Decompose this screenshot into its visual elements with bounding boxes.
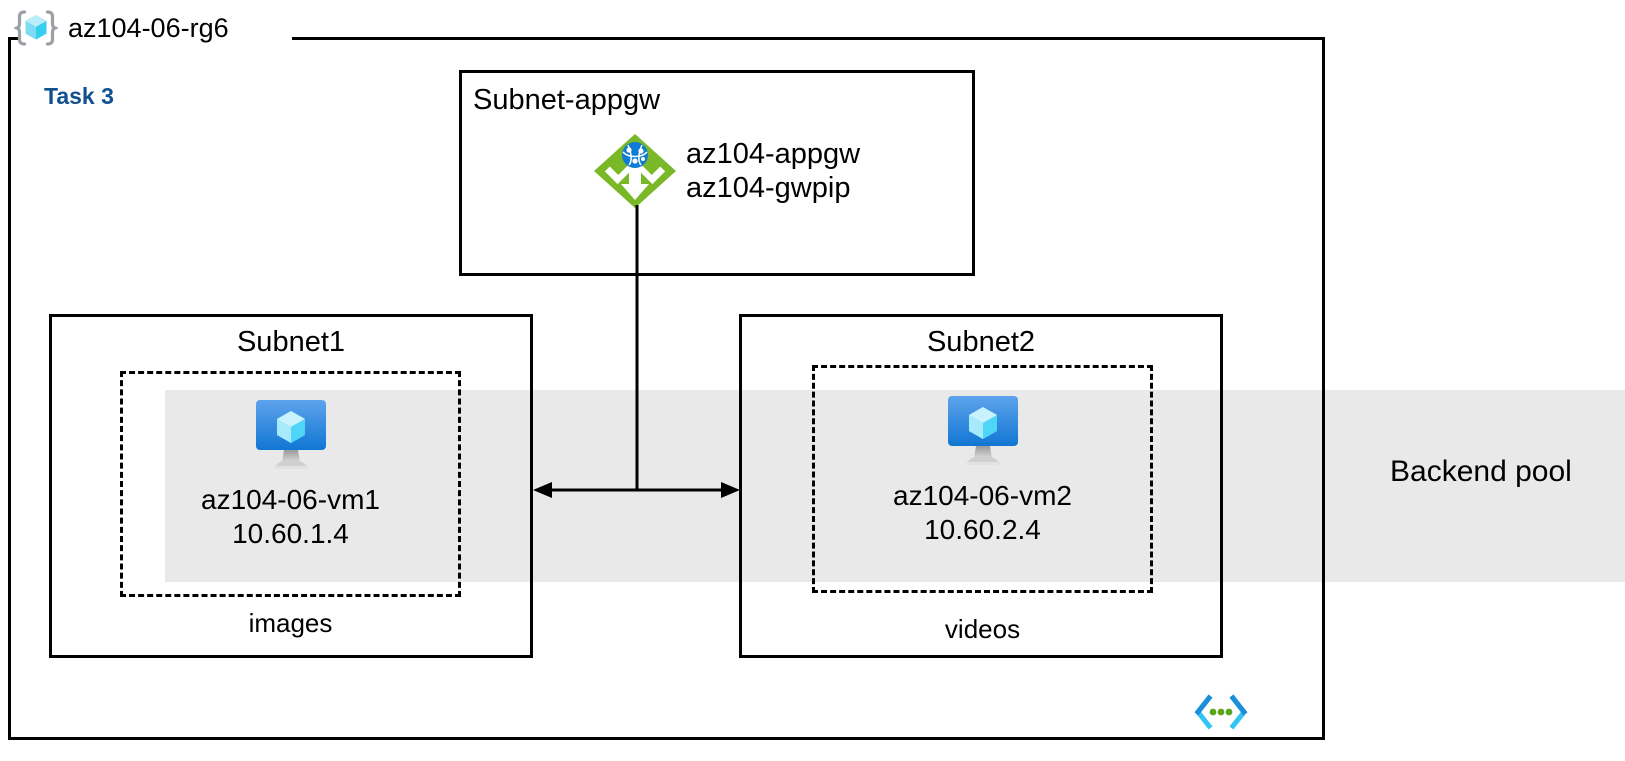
- subnet1-storage-label: images: [248, 608, 333, 638]
- subnet2-title: Subnet2: [926, 326, 1036, 358]
- subnet1-vm-dashed-boundary: [120, 371, 461, 597]
- subnet-appgw-box: [459, 70, 975, 276]
- resource-group-icon: [14, 6, 58, 50]
- gateway-pip-label: az104-gwpip: [686, 172, 851, 204]
- subnet2-vm-name: az104-06-vm2: [893, 480, 1072, 511]
- subnet2-vm-dashed-boundary: [812, 365, 1153, 593]
- subnet1-box: [49, 314, 533, 658]
- subnet2-storage-label: videos: [944, 614, 1021, 644]
- subnet2-box: [739, 314, 1223, 658]
- virtual-network-icon: [1194, 692, 1248, 732]
- subnet2-vm-node: az104-06-vm2 10.60.2.4: [812, 394, 1153, 546]
- application-gateway-node: az104-appgw az104-gwpip: [592, 132, 860, 210]
- subnet1-vm-node: az104-06-vm1 10.60.1.4: [120, 398, 461, 550]
- subnet1-vm-name: az104-06-vm1: [201, 484, 380, 515]
- subnet2-vm-ip: 10.60.2.4: [924, 514, 1041, 545]
- resource-group-title: az104-06-rg6: [68, 12, 229, 43]
- virtual-machine-icon: [812, 394, 1153, 470]
- subnet1-title: Subnet1: [236, 326, 346, 358]
- subnet-appgw-title: Subnet-appgw: [473, 84, 661, 116]
- gateway-name-label: az104-appgw: [686, 137, 861, 170]
- task-label: Task 3: [44, 83, 114, 109]
- subnet1-vm-ip: 10.60.1.4: [232, 518, 349, 549]
- virtual-machine-icon: [120, 398, 461, 474]
- application-gateway-labels: az104-appgw az104-gwpip: [686, 137, 860, 205]
- resource-group-header: az104-06-rg6: [14, 6, 229, 50]
- resource-group-frame: [8, 37, 1325, 740]
- application-gateway-icon: [592, 132, 678, 210]
- backend-pool-band: [165, 390, 1625, 582]
- backend-pool-label: Backend pool: [1390, 455, 1572, 488]
- resource-group-header-gap: [20, 20, 292, 56]
